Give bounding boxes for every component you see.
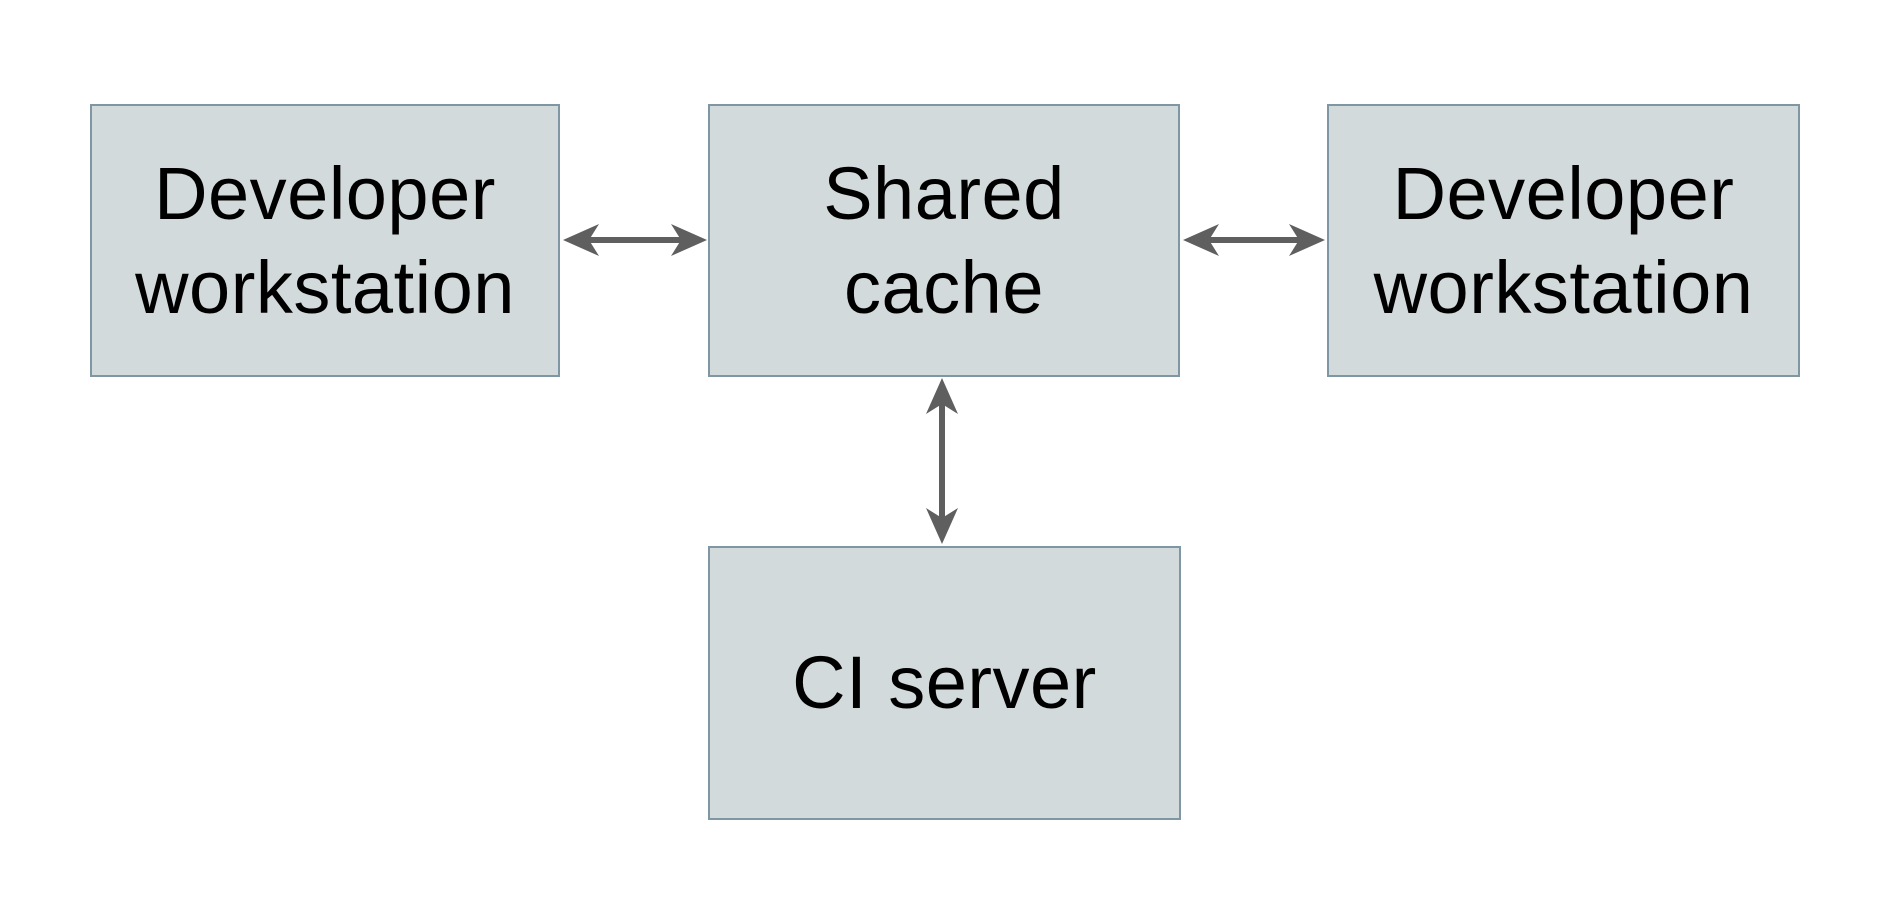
node-label: Developer workstation [1373, 151, 1754, 329]
node-developer-workstation-left: Developer workstation [90, 104, 560, 377]
arrow-cache-ciserver [926, 378, 958, 544]
node-ci-server: CI server [708, 546, 1181, 820]
arrow-cache-devright [1183, 224, 1325, 256]
arrow-devleft-cache [563, 224, 707, 256]
node-label: CI server [792, 641, 1097, 724]
node-label: Shared cache [823, 151, 1065, 329]
node-developer-workstation-right: Developer workstation [1327, 104, 1800, 377]
node-label: Developer workstation [135, 151, 515, 329]
node-shared-cache: Shared cache [708, 104, 1180, 377]
